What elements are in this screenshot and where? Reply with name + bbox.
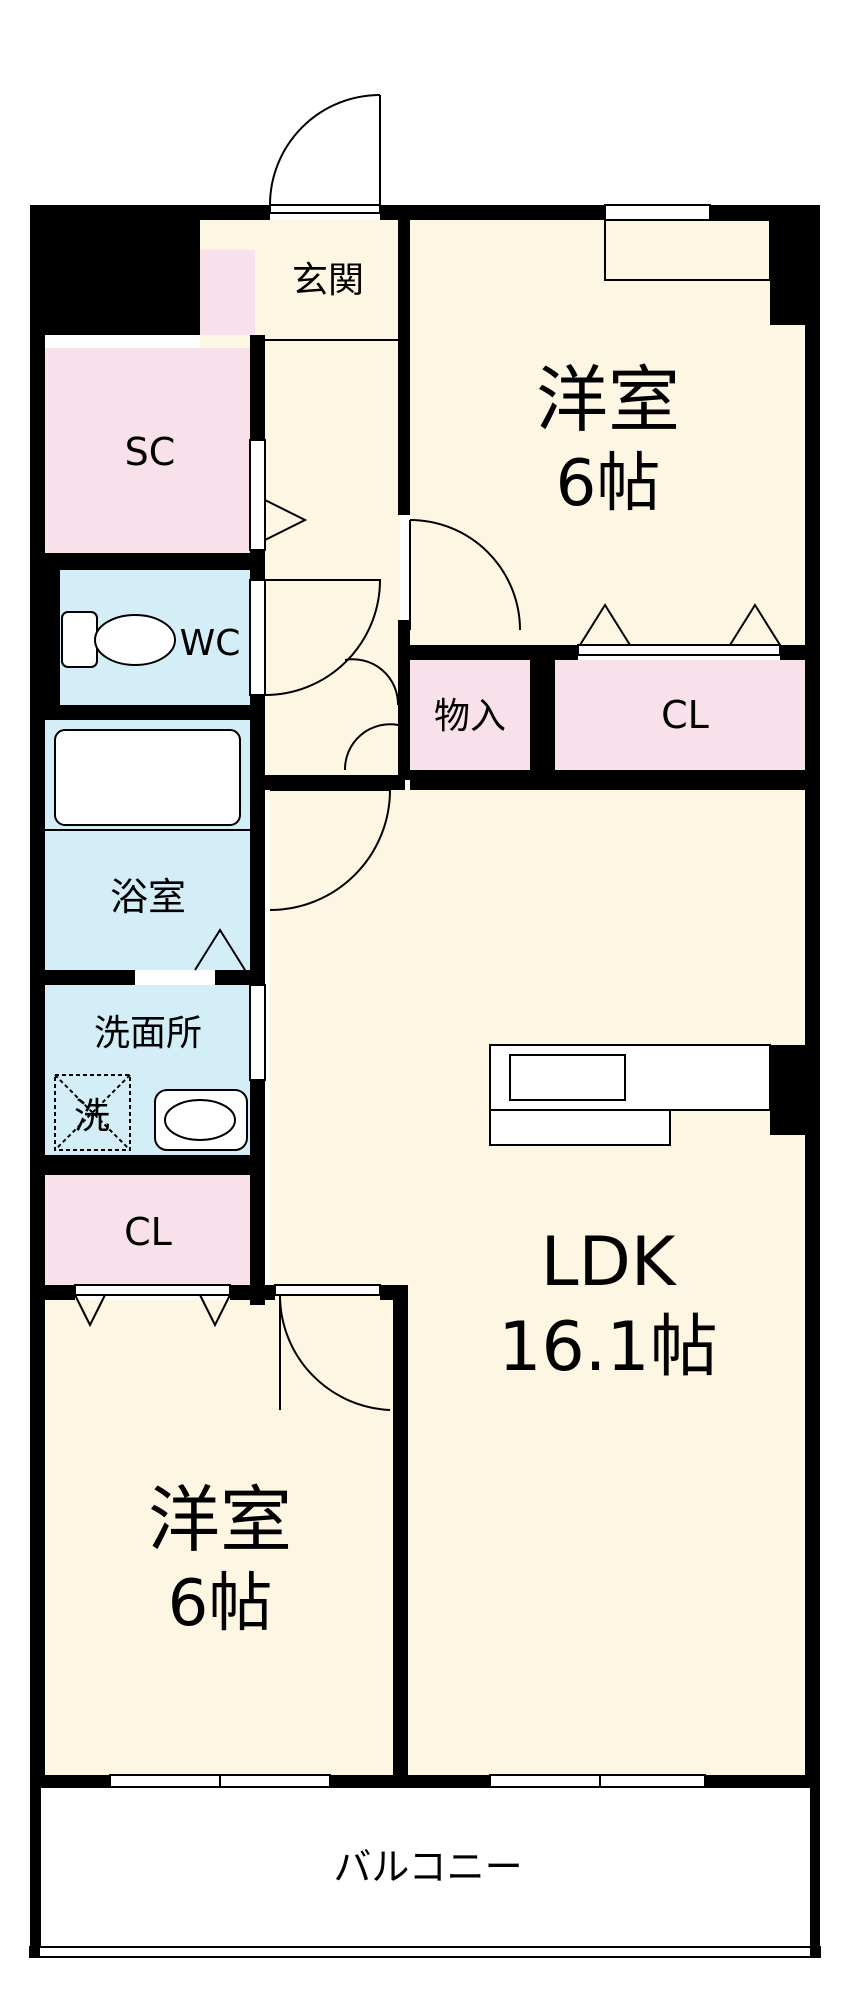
- wall-hall-ldk: [265, 775, 405, 790]
- washer-pan-diag-2: [54, 1074, 131, 1151]
- room-top-door-swing: [409, 519, 521, 631]
- label-sc: SC: [125, 430, 176, 474]
- label-room-top-size: 6帖: [556, 447, 661, 521]
- bath-door: [194, 928, 246, 971]
- wall-sc-bottom: [30, 553, 265, 570]
- kitchen-front: [489, 1109, 671, 1146]
- wall-room-top-bottom-right: [780, 645, 820, 660]
- wall-bath-bottom-2: [215, 970, 265, 985]
- closet-track-top: [577, 644, 781, 656]
- wall-wc-bottom: [30, 705, 265, 720]
- sc-door: [264, 499, 308, 541]
- wall-bottom-3: [705, 1775, 820, 1787]
- entry-sill: [269, 204, 381, 214]
- cl-right-floor: [555, 660, 805, 770]
- washroom-door-track: [249, 984, 266, 1081]
- label-entrance: 玄関: [292, 260, 364, 301]
- label-storage-small: 物入: [434, 696, 506, 737]
- wall-bottom-2: [330, 1775, 490, 1787]
- wash-basin-bowl: [164, 1099, 236, 1141]
- label-bath: 浴室: [110, 875, 186, 919]
- wall-hall-room-top: [398, 205, 410, 515]
- sc-floor: [45, 348, 250, 553]
- wall-wc-left: [45, 553, 60, 713]
- wall-left: [30, 205, 45, 1785]
- kitchen-column: [770, 1045, 820, 1135]
- balcony-left-post: [30, 1787, 40, 1957]
- label-balcony: バルコニー: [333, 1845, 522, 1889]
- washer-pan: [54, 1074, 131, 1151]
- label-ldk-name: LDK: [541, 1223, 678, 1302]
- entry-door-swing: [269, 94, 381, 206]
- wall-right: [805, 205, 820, 1785]
- wash-basin: [154, 1089, 248, 1151]
- kitchen-sink: [509, 1054, 626, 1101]
- balcony-rail: [29, 1946, 821, 1958]
- wall-bottom-1: [30, 1775, 110, 1787]
- balcony-right-post: [810, 1787, 820, 1957]
- doors-and-fixtures: [29, 94, 821, 1958]
- wall-closet-divider: [530, 645, 555, 775]
- room-top-sill: [604, 219, 771, 281]
- room-bottom-door-swing: [278, 1294, 391, 1411]
- wall-hall-room-top-2: [398, 620, 410, 780]
- washer-pan-diag-1: [54, 1074, 131, 1151]
- label-washer: 洗: [74, 1096, 110, 1137]
- label-cl-right: CL: [661, 693, 709, 737]
- closet-door-2: [729, 603, 781, 646]
- wall-wash-bottom: [30, 1155, 265, 1175]
- labels: 玄関 SC WC 浴室 洗面所 洗 CL 洋室 6帖 物入 CL LDK 16.…: [74, 260, 718, 1889]
- room-bottom-floor: [45, 1300, 395, 1775]
- label-cl-left: CL: [124, 1210, 172, 1254]
- label-wc: WC: [180, 623, 241, 664]
- room-bottom-door-track: [274, 1284, 381, 1296]
- storage-door-swing-1: [344, 658, 400, 706]
- ldk-door-swing: [269, 789, 392, 911]
- cl-left-track: [74, 1284, 231, 1296]
- label-room-bottom-name: 洋室: [148, 1478, 292, 1562]
- cl-left-floor: [45, 1175, 250, 1285]
- cl-left-door-2: [199, 1294, 231, 1328]
- entrance-shoe-box: [200, 250, 255, 335]
- room-top-window: [604, 204, 711, 221]
- label-washroom: 洗面所: [94, 1013, 202, 1054]
- storage-small-floor: [410, 660, 530, 770]
- closet-door-1: [579, 603, 631, 646]
- toilet-bowl: [94, 614, 176, 666]
- wall-room-bottom-ldk: [393, 1285, 408, 1785]
- label-room-top-name: 洋室: [536, 358, 680, 442]
- window-ldk: [489, 1774, 706, 1788]
- room-top-floor: [410, 220, 805, 645]
- room-fills: [45, 220, 805, 1775]
- wall-bath-bottom: [30, 970, 135, 985]
- wall-cl-bottom-2: [230, 1285, 275, 1300]
- wc-door-track: [249, 579, 266, 696]
- label-ldk-size: 16.1帖: [498, 1308, 717, 1387]
- wc-door-swing: [264, 579, 382, 696]
- wall-block-top-left: [30, 205, 200, 335]
- storage-door-swing-2: [343, 723, 399, 771]
- toilet-tank: [61, 611, 98, 668]
- sc-door-track: [249, 439, 266, 551]
- cl-left-door-1: [74, 1294, 106, 1328]
- label-room-bottom-size: 6帖: [168, 1567, 273, 1641]
- wall-closet-bottom: [410, 770, 820, 790]
- wall-top-middle: [380, 205, 605, 220]
- wall-cl-bottom: [30, 1285, 75, 1300]
- bathtub: [54, 729, 241, 826]
- wall-room-bottom-top-right: [380, 1285, 408, 1300]
